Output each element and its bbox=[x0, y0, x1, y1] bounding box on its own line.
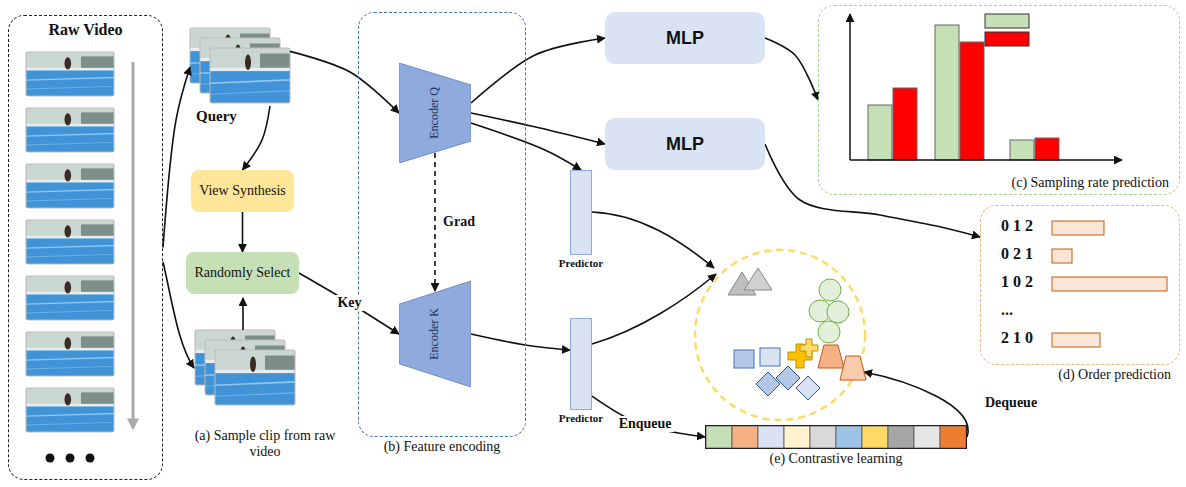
node-label: Query bbox=[196, 108, 237, 125]
node-label: MLP bbox=[666, 28, 704, 49]
dashed-panel: 0 1 20 2 11 0 2...2 1 0(d) Order predict… bbox=[980, 205, 1180, 365]
dashed-panel: (c) Sampling rate prediction bbox=[818, 5, 1180, 195]
node-label: MLP bbox=[666, 134, 704, 155]
node-label: Raw Video bbox=[9, 21, 162, 39]
key-clip-stack bbox=[195, 330, 295, 405]
connector-arrow bbox=[243, 106, 271, 170]
connector-arrow bbox=[163, 67, 190, 248]
sampling-rate-chart bbox=[850, 14, 1122, 160]
node-label: (b) Feature encoding bbox=[384, 439, 501, 455]
clip-stack: Query bbox=[190, 28, 290, 106]
node-label: Predictor bbox=[559, 412, 603, 425]
connector-arrow bbox=[592, 396, 705, 437]
node-label: View Synthesis bbox=[199, 183, 286, 199]
edge-label: Enqueue bbox=[617, 416, 674, 432]
process-box: Randomly Select bbox=[186, 252, 299, 294]
leader-arrows bbox=[163, 212, 968, 437]
edge-label: Key bbox=[335, 295, 363, 311]
connector-arrow bbox=[471, 123, 581, 170]
connector-arrow bbox=[765, 144, 980, 237]
raw-video-frames bbox=[26, 52, 133, 463]
node-label: (c) Sampling rate prediction bbox=[1012, 175, 1169, 191]
connector-arrow bbox=[471, 38, 605, 103]
mlp-box: MLP bbox=[605, 118, 765, 170]
node-label: Encoder Q bbox=[428, 87, 442, 139]
caption: (a) Sample clip from raw video bbox=[190, 428, 340, 460]
connector-arrow bbox=[434, 153, 436, 291]
node-label: ... bbox=[1001, 301, 1013, 319]
connector-arrow bbox=[765, 38, 818, 100]
node-label: 0 1 2 bbox=[1001, 217, 1033, 235]
connector-arrow bbox=[242, 212, 244, 252]
predictor-bar: Predictor bbox=[570, 318, 592, 410]
encoder-trapezoid: Encoder Q bbox=[399, 63, 471, 163]
dashed-panel: Raw Video bbox=[8, 15, 163, 480]
encoder-trapezoid: Encoder K bbox=[399, 281, 471, 387]
mlp-box: MLP bbox=[605, 12, 765, 64]
edge-label: Grad bbox=[441, 214, 477, 230]
query-clip-stack bbox=[190, 28, 290, 103]
process-box: View Synthesis bbox=[191, 170, 294, 212]
node-label: 1 0 2 bbox=[1001, 273, 1033, 291]
node-label: 2 1 0 bbox=[1001, 329, 1033, 347]
connector-arrow bbox=[471, 113, 605, 144]
embedding-space bbox=[695, 250, 866, 420]
node-label: (e) Contrastive learning bbox=[770, 451, 903, 467]
memory-queue-cells bbox=[706, 426, 966, 448]
predictor-bar: Predictor bbox=[570, 170, 592, 255]
memory-queue: (e) Contrastive learning bbox=[705, 425, 967, 449]
connector-arrow bbox=[290, 51, 399, 113]
order-score-bars bbox=[1052, 221, 1167, 347]
node-label: Randomly Select bbox=[194, 265, 290, 281]
connector-arrow bbox=[299, 273, 399, 334]
node-label: (d) Order prediction bbox=[1058, 367, 1171, 383]
arrow-label: Dequeue bbox=[985, 395, 1037, 411]
connector-arrow bbox=[471, 334, 570, 350]
node-label: 0 2 1 bbox=[1001, 245, 1033, 263]
node-label: Predictor bbox=[559, 257, 603, 270]
node-label: Encoder K bbox=[428, 308, 442, 360]
